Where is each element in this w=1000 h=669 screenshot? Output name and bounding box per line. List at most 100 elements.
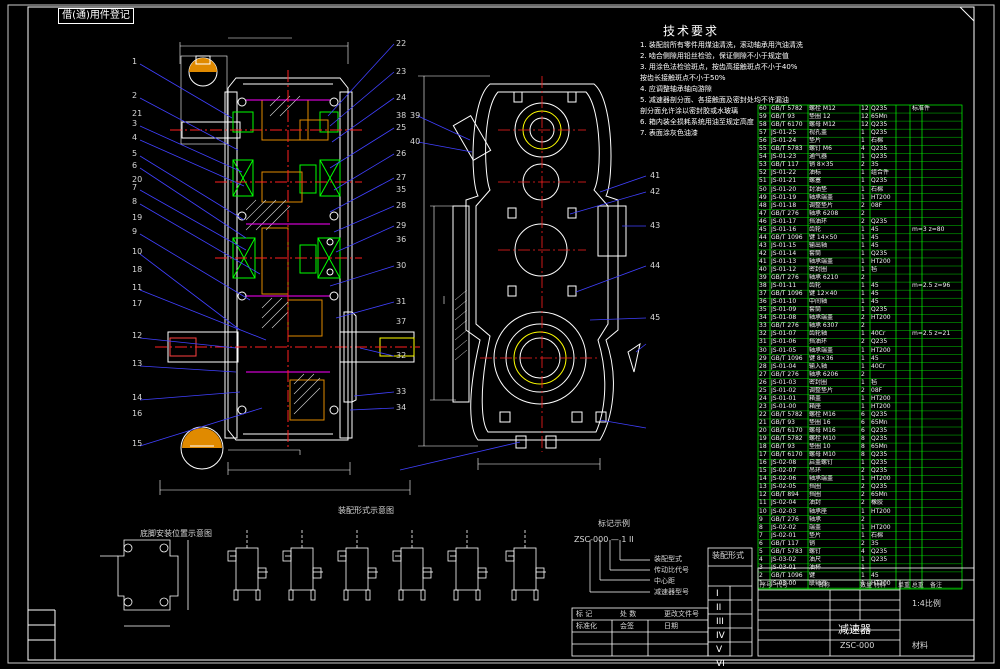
bom-cell: 轴承 6208 bbox=[809, 209, 839, 217]
bom-cell: 1 bbox=[861, 153, 865, 161]
bom-cell: Q235 bbox=[871, 306, 888, 314]
bom-cell: m=2.5 z=21 bbox=[912, 330, 951, 338]
bom-cell: 50 bbox=[759, 185, 767, 193]
callout-number: 4 bbox=[132, 133, 138, 142]
bom-cell: 8 bbox=[861, 443, 865, 451]
bom-cell: JS-01-25 bbox=[771, 129, 797, 137]
callout-number: 45 bbox=[650, 313, 661, 322]
bom-cell: 17 bbox=[759, 451, 767, 459]
bom-cell: 52 bbox=[759, 169, 767, 177]
bom-cell: JS-02-01 bbox=[771, 531, 797, 539]
bom-cell: 通气器 bbox=[809, 153, 828, 161]
bom-cell: 中间轴 bbox=[809, 298, 828, 306]
bom-cell: HT200 bbox=[871, 257, 891, 265]
bom-cell: 41 bbox=[759, 257, 767, 265]
drawing-frame bbox=[7, 4, 995, 664]
bom-cell: 封油垫 bbox=[809, 185, 828, 193]
bom-cell: GB/T 93 bbox=[771, 418, 795, 426]
bom-cell: 45 bbox=[871, 241, 879, 249]
bom-cell: JS-01-21 bbox=[771, 177, 797, 185]
bom-cell: 2 bbox=[861, 274, 865, 282]
bom-cell: JS-01-16 bbox=[771, 225, 797, 233]
stamp-box: 借(通)用件登记 bbox=[58, 8, 134, 24]
bom-cell: 螺栓 M12 bbox=[809, 105, 836, 112]
bom-cell: 油杯 bbox=[809, 563, 822, 571]
bom-cell: GB/T 276 bbox=[771, 370, 799, 378]
callout-number: 1 bbox=[132, 57, 138, 66]
bom-cell: GB/T 117 bbox=[771, 161, 799, 169]
bom-cell: Q235 bbox=[871, 177, 888, 185]
tech-line: 剖分面允许涂以密封胶或水玻璃 bbox=[640, 107, 738, 115]
bom-cell: 1 bbox=[861, 378, 865, 386]
bom-cell: GB/T 1096 bbox=[771, 354, 803, 362]
drawing-mass: 材料 bbox=[912, 641, 928, 650]
bom-cell: 轴承座 bbox=[809, 507, 828, 515]
bom-cell: 轴承端盖 bbox=[809, 346, 834, 354]
bom-cell: 1 bbox=[861, 185, 865, 193]
callout-number: 17 bbox=[132, 299, 143, 308]
bom-cell: 1 bbox=[861, 394, 865, 402]
callout-number: 36 bbox=[396, 235, 407, 244]
tech-line: 2. 啮合侧隙用铅丝检验，保证侧隙不小于规定值 bbox=[640, 52, 789, 60]
bom-cell: 垫圈 12 bbox=[809, 113, 831, 121]
bom-cell: 33 bbox=[759, 322, 767, 330]
bom-cell: 23 bbox=[759, 402, 767, 410]
bom-cell: 挡油环 bbox=[809, 217, 828, 225]
bom-cell: JS-01-08 bbox=[771, 314, 797, 322]
drawing-name: 减速器 bbox=[838, 623, 871, 636]
title-block-grid bbox=[571, 547, 975, 657]
bom-cell: 螺钉 bbox=[809, 547, 822, 555]
bom-cell: JS-01-19 bbox=[771, 193, 797, 201]
bom-cell: Q235 bbox=[871, 547, 888, 555]
bom-cell: JS-01-13 bbox=[771, 257, 797, 265]
bom-cell: 1 bbox=[861, 169, 865, 177]
bom-cell: 8 bbox=[861, 435, 865, 443]
bom-cell: 挡油环 bbox=[809, 338, 828, 346]
marking-code: ZSC-000 — 1 II bbox=[574, 535, 634, 544]
bom-cell: 1 bbox=[861, 571, 865, 579]
bom-cell: JS-02-02 bbox=[771, 523, 797, 531]
bom-cell: 54 bbox=[759, 153, 767, 161]
bom-cell: 12 bbox=[861, 113, 869, 121]
callout-number: 7 bbox=[132, 183, 138, 192]
bom-cell: 1 bbox=[861, 354, 865, 362]
bom-cell: JS-02-07 bbox=[771, 467, 797, 475]
callout-number: 38 bbox=[396, 111, 407, 120]
bom-cell: 箱盖 bbox=[809, 394, 822, 402]
bom-header-cell: 材料 bbox=[874, 582, 887, 589]
callout-number: 3 bbox=[132, 119, 138, 128]
bom-cell: 27 bbox=[759, 370, 767, 378]
callout-number: 28 bbox=[396, 201, 407, 210]
bom-cell: 1 bbox=[861, 346, 865, 354]
bom-cell: 1 bbox=[861, 129, 865, 137]
bom-cell: Q235 bbox=[871, 555, 888, 563]
callout-number: 43 bbox=[650, 221, 661, 230]
bom-header-cell: 单重 总重 bbox=[898, 582, 924, 589]
bom-cell: 石棉 bbox=[871, 185, 884, 193]
arrangement-schematic bbox=[392, 530, 433, 601]
callout-number: 14 bbox=[132, 393, 143, 402]
marking-item: 传动比代号 bbox=[654, 566, 689, 574]
bom-cell: 垫片 bbox=[809, 531, 822, 539]
bom-cell: 19 bbox=[759, 435, 767, 443]
callout-number: 16 bbox=[132, 409, 143, 418]
bom-cell: GB/T 1096 bbox=[771, 571, 803, 579]
layout-row-label: I bbox=[716, 589, 719, 599]
bom-cell: 1 bbox=[861, 282, 865, 290]
bom-cell: 22 bbox=[759, 410, 767, 418]
bom-cell: 14 bbox=[759, 475, 767, 483]
